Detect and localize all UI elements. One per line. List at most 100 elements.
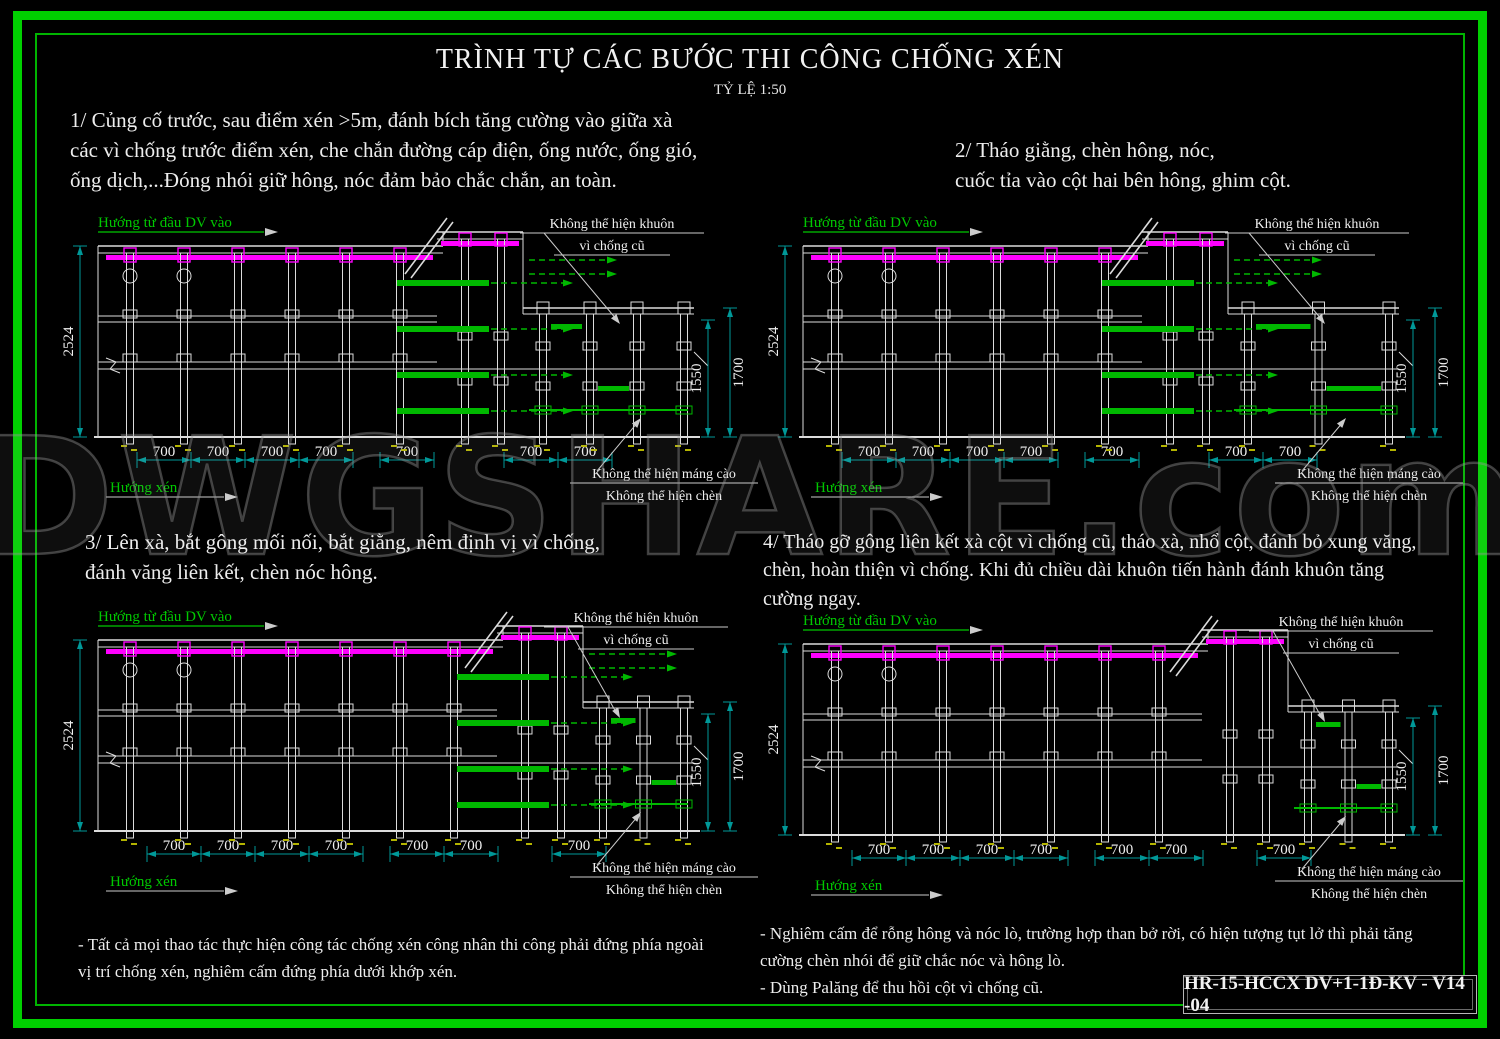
dimension-label: 700	[1111, 842, 1134, 858]
annotation-khuon: Không thể hiện khuôn	[1255, 217, 1380, 232]
drawing-number: HR-15-HCCX DV+1-1Đ-KV - V14 -04	[1184, 972, 1465, 1016]
annotation-mang-cao: Không thể hiện máng cào	[1297, 467, 1441, 482]
safety-notes-right: - Nghiêm cấm để rỗng hông và nóc lò, trư…	[760, 920, 1413, 1002]
step-3-line: đánh văng liên kết, chèn nóc hông.	[85, 559, 378, 584]
direction-in-label: Hướng từ đầu DV vào	[98, 215, 232, 231]
dimension-label: 1700	[1436, 358, 1452, 388]
note-line: - Tất cả mọi thao tác thực hiện công tác…	[78, 935, 704, 954]
step-4-line: chèn, hoàn thiện vì chống. Khi đủ chiều …	[763, 559, 1384, 582]
dimension-label: 2524	[766, 724, 782, 755]
panel-step-3-drawing: Hướng từ đầu DV vào 2524 1550 1700 700 700 700…	[52, 606, 762, 921]
note-line: - Dùng Palăng để thu hồi cột vì chống cũ…	[760, 978, 1044, 998]
direction-cut-label: Hướng xén	[815, 480, 883, 496]
step-1-line: 1/ Củng cố trước, sau điểm xén >5m, đánh…	[70, 108, 673, 132]
dimension-label: 700	[163, 838, 186, 854]
dimension-label: 700	[315, 444, 338, 460]
annotation-khuon: vì chống cũ	[1284, 239, 1349, 254]
dimension-label: 2524	[766, 326, 782, 357]
dimension-label: 700	[217, 838, 240, 854]
dimension-label: 700	[858, 444, 881, 460]
dimension-label: 700	[153, 444, 176, 460]
dimension-label: 700	[1279, 444, 1302, 460]
direction-in-label: Hướng từ đầu DV vào	[803, 613, 937, 629]
annotation-khuon: vì chống cũ	[579, 239, 644, 254]
step-1-line: ống dịch,...Đóng nhói giữ hông, nóc đảm …	[70, 167, 617, 192]
dimension-label: 700	[1273, 842, 1296, 858]
step-3-line: 3/ Lên xà, bắt gông mối nối, bắt giằng, …	[85, 530, 601, 554]
step-2-description: 2/ Tháo giằng, chèn hông, nóc, cuốc tỉa …	[955, 136, 1291, 196]
annotation-khuon: Không thể hiện khuôn	[550, 217, 675, 232]
note-line: vị trí chống xén, nghiêm cấm đứng phía d…	[78, 962, 458, 982]
dimension-label: 1700	[731, 752, 747, 782]
direction-cut-label: Hướng xén	[110, 874, 178, 890]
step-2-line: 2/ Tháo giằng, chèn hông, nóc,	[955, 138, 1215, 162]
step-4-description: 4/ Tháo gỡ gông liên kết xà cột vì chống…	[763, 528, 1416, 613]
annotation-chen: Không thể hiện chèn	[1311, 489, 1427, 504]
dimension-label: 1550	[1394, 364, 1410, 394]
dimension-label: 700	[406, 838, 429, 854]
dimension-label: 700	[574, 444, 597, 460]
step-1-line: các vì chống trước điểm xén, che chắn đư…	[70, 137, 698, 162]
annotation-khuon: Không thể hiện khuôn	[1279, 615, 1404, 630]
cad-elevation-svg: Hướng từ đầu DV vào 2524 1550 1700 700 700 700…	[766, 613, 1463, 902]
dimension-label: 700	[271, 838, 294, 854]
scale-label: TỶ LỆ 1:50	[713, 82, 787, 98]
dimension-label: 700	[396, 444, 419, 460]
annotation-khuon: Không thể hiện khuôn	[574, 611, 699, 626]
dimension-label: 700	[912, 444, 935, 460]
step-2-line: cuốc tỉa vào cột hai bên hông, ghim cột.	[955, 167, 1291, 192]
dimension-label: 700	[966, 444, 989, 460]
dimension-label: 700	[460, 838, 483, 854]
step-4-line: 4/ Tháo gỡ gông liên kết xà cột vì chống…	[763, 531, 1417, 553]
dimension-label: 700	[922, 842, 945, 858]
cad-drawing: Hướng từ đầu DV vào 2524 1550 1700 700 700 700…	[61, 215, 758, 504]
dimension-label: 700	[1101, 444, 1124, 460]
annotation-mang-cao: Không thể hiện máng cào	[1297, 865, 1441, 880]
cad-elevation-svg: Hướng từ đầu DV vào 2524 1550 1700 700 700 700…	[61, 609, 758, 898]
safety-notes-left: - Tất cả mọi thao tác thực hiện công tác…	[78, 931, 704, 985]
dimension-label: 700	[1225, 444, 1248, 460]
step-3-description: 3/ Lên xà, bắt gông mối nối, bắt giằng, …	[85, 528, 600, 588]
direction-cut-label: Hướng xén	[815, 878, 883, 894]
annotation-mang-cao: Không thể hiện máng cào	[592, 861, 736, 876]
dimension-label: 2524	[61, 720, 77, 751]
panel-step-4-drawing: Hướng từ đầu DV vào 2524 1550 1700 700 700 700…	[757, 610, 1467, 925]
dimension-label: 700	[261, 444, 284, 460]
dimension-label: 1550	[689, 364, 705, 394]
dimension-label: 1700	[1436, 756, 1452, 786]
dimension-label: 2524	[61, 326, 77, 357]
dimension-label: 700	[207, 444, 230, 460]
dimension-label: 700	[520, 444, 543, 460]
dimension-label: 1550	[1394, 762, 1410, 792]
annotation-khuon: vì chống cũ	[603, 633, 668, 648]
dimension-label: 700	[1030, 842, 1053, 858]
annotation-chen: Không thể hiện chèn	[1311, 887, 1427, 902]
outer-frame	[13, 11, 1487, 1028]
page-title: TRÌNH TỰ CÁC BƯỚC THI CÔNG CHỐNG XÉN	[435, 44, 1065, 75]
step-4-line: cường ngay.	[763, 587, 861, 610]
dimension-label: 700	[976, 842, 999, 858]
drawing-number-box: HR-15-HCCX DV+1-1Đ-KV - V14 -04	[1183, 972, 1477, 1016]
annotation-khuon: vì chống cũ	[1308, 637, 1373, 652]
direction-in-label: Hướng từ đầu DV vào	[98, 609, 232, 625]
annotation-chen: Không thể hiện chèn	[606, 883, 722, 898]
annotation-mang-cao: Không thể hiện máng cào	[592, 467, 736, 482]
dimension-label: 700	[1020, 444, 1043, 460]
inner-frame	[35, 33, 1465, 1006]
dimension-label: 700	[1165, 842, 1188, 858]
note-line: - Nghiêm cấm để rỗng hông và nóc lò, trư…	[760, 924, 1413, 943]
direction-cut-label: Hướng xén	[110, 480, 178, 496]
cad-elevation-svg: Hướng từ đầu DV vào 2524 1550 1700 700 700 700…	[61, 215, 758, 504]
dimension-label: 1700	[731, 358, 747, 388]
annotation-chen: Không thể hiện chèn	[606, 489, 722, 504]
panel-step-1-drawing: Hướng từ đầu DV vào 2524 1550 1700 700 700 700…	[52, 212, 762, 527]
dimension-label: 700	[568, 838, 591, 854]
note-line: cường chèn nhói để giữ chắc nóc và hông …	[760, 951, 1065, 971]
cad-drawing: Hướng từ đầu DV vào 2524 1550 1700 700 700 700…	[61, 609, 758, 898]
dimension-label: 1550	[689, 758, 705, 788]
step-1-description: 1/ Củng cố trước, sau điểm xén >5m, đánh…	[70, 106, 697, 195]
